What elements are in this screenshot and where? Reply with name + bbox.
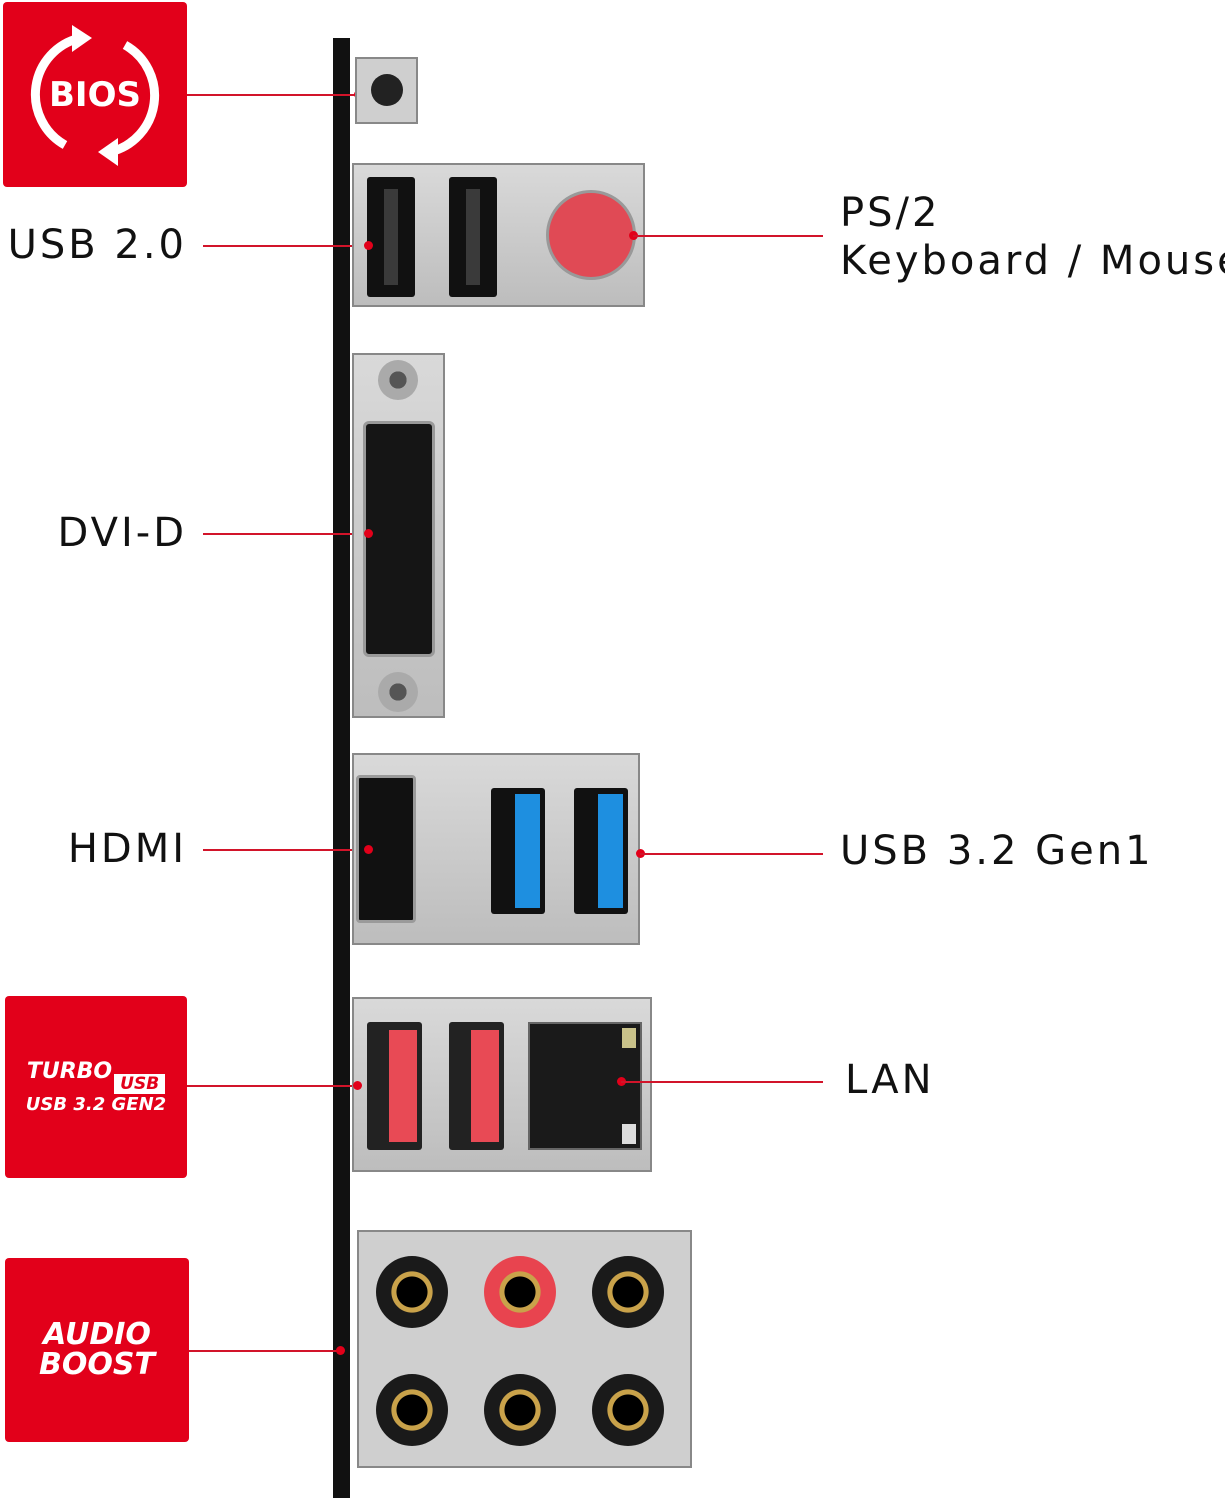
leader-line-bios xyxy=(187,94,358,96)
leader-line-audio xyxy=(189,1350,340,1352)
leader-dot-turbo-usb xyxy=(353,1081,362,1090)
usb20-port xyxy=(449,177,497,297)
usb20-port xyxy=(367,177,415,297)
lan-port xyxy=(528,1022,642,1150)
audio-jack xyxy=(376,1374,448,1446)
audio-jack-block xyxy=(357,1230,692,1468)
leader-line-turbo-usb xyxy=(187,1085,357,1087)
usb32-gen1-port xyxy=(574,788,628,914)
audio-jack xyxy=(484,1374,556,1446)
hdmi-usb3-block xyxy=(352,753,640,945)
label-lan: LAN xyxy=(845,1057,935,1103)
usb-gen2-text: USB 3.2 GEN2 xyxy=(25,1094,167,1115)
leader-line-hdmi xyxy=(203,849,368,851)
leader-dot-audio xyxy=(336,1346,345,1355)
bios-flashback-button xyxy=(355,57,418,124)
label-usb32-gen1: USB 3.2 Gen1 xyxy=(840,828,1154,874)
usb-badge-text: USB xyxy=(114,1074,166,1094)
leader-line-usb3 xyxy=(640,853,823,855)
leader-dot-dvid xyxy=(364,529,373,538)
screw xyxy=(378,672,418,712)
turbo-usb-logo: TURBO USB USB 3.2 GEN2 xyxy=(5,996,187,1178)
leader-line-dvid xyxy=(203,533,368,535)
leader-line-usb20 xyxy=(203,245,368,247)
audio-boost-logo: AUDIO BOOST xyxy=(5,1258,189,1442)
leader-dot-hdmi xyxy=(364,845,373,854)
refresh-arrows-icon xyxy=(30,24,160,166)
bios-logo-text: BIOS xyxy=(49,74,141,115)
bios-flashback-logo: BIOS xyxy=(3,2,187,187)
label-usb20: USB 2.0 xyxy=(7,222,187,268)
usb-gen2-lan-block xyxy=(352,997,652,1172)
usb32-gen1-port xyxy=(491,788,545,914)
usb32-gen2-port xyxy=(449,1022,504,1150)
label-dvid: DVI-D xyxy=(57,510,187,556)
screw xyxy=(378,360,418,400)
audio-jack xyxy=(592,1256,664,1328)
leader-dot-usb20 xyxy=(364,241,373,250)
usb32-gen2-port xyxy=(367,1022,422,1150)
ps2-port xyxy=(546,190,636,280)
audio-jack xyxy=(592,1374,664,1446)
audio-text: AUDIO xyxy=(43,1317,151,1352)
audio-jack xyxy=(376,1256,448,1328)
io-shield-bar xyxy=(333,38,350,1498)
label-ps2-line2: Keyboard / Mouse xyxy=(840,238,1225,284)
turbo-text: TURBO xyxy=(26,1059,113,1084)
audio-jack-mic xyxy=(484,1256,556,1328)
dvi-connector xyxy=(363,421,435,657)
label-ps2-line1: PS/2 xyxy=(840,190,941,236)
boost-text: BOOST xyxy=(39,1347,155,1382)
label-hdmi: HDMI xyxy=(67,826,187,872)
usb20-ps2-block xyxy=(352,163,645,307)
leader-line-lan xyxy=(621,1081,823,1083)
hdmi-port xyxy=(356,775,416,923)
leader-line-ps2 xyxy=(633,235,823,237)
